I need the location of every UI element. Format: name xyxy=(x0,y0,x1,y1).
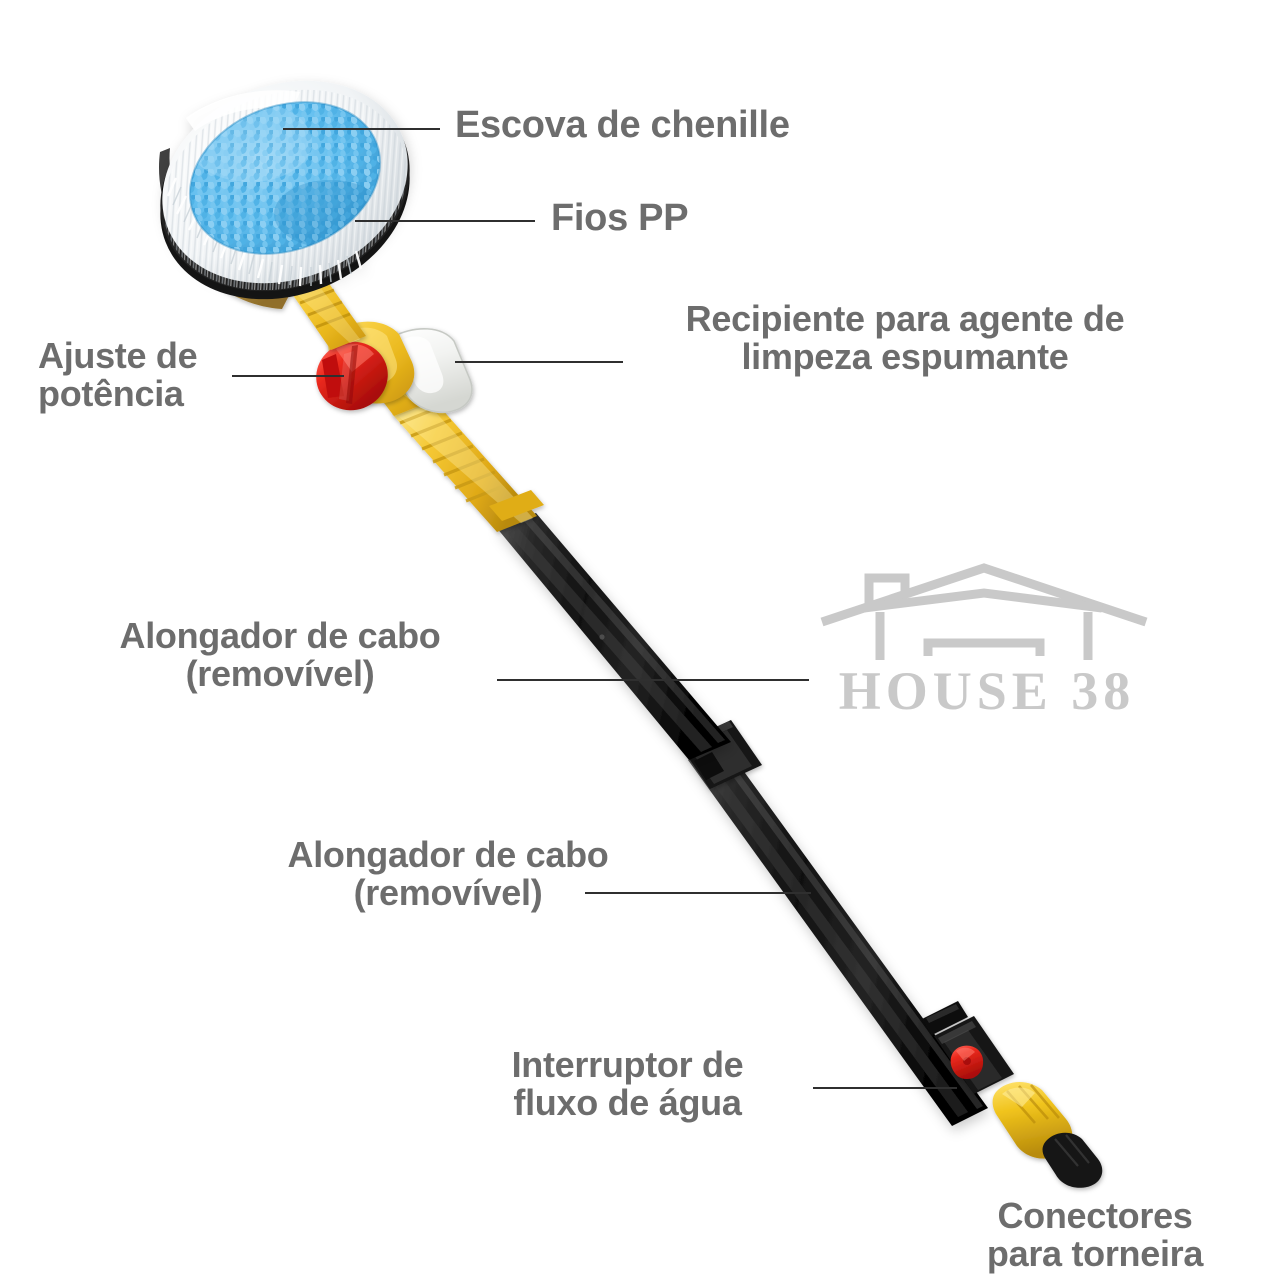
leader-water-flow-switch xyxy=(813,1087,957,1089)
power-knob xyxy=(316,341,388,411)
callout-foam-container: Recipiente para agente de limpeza espuma… xyxy=(685,298,1125,378)
foam-bottle xyxy=(378,327,473,413)
pole-lower xyxy=(688,744,988,1126)
callout-handle-extender-lower: Alongador de cabo (removível) xyxy=(287,834,609,914)
callout-handle-extender-upper: Alongador de cabo (removível) xyxy=(119,615,441,695)
callout-water-flow-switch: Interruptor de fluxo de água xyxy=(511,1044,744,1124)
leader-handle-extender-lower xyxy=(585,892,811,894)
leader-handle-extender-upper xyxy=(497,679,809,681)
water-valve xyxy=(922,1001,1014,1094)
callout-power-adjust: Ajuste de potência xyxy=(38,335,198,415)
callout-chenille-brush: Escova de chenille xyxy=(455,104,790,146)
hose-connector xyxy=(992,1081,1103,1188)
leader-foam-container xyxy=(455,361,623,363)
leader-chenille-brush xyxy=(283,128,440,130)
leader-pp-bristles xyxy=(355,220,535,222)
callout-pp-bristles: Fios PP xyxy=(551,197,689,239)
callout-tap-connectors: Conectores para torneira xyxy=(986,1195,1204,1275)
yellow-grip xyxy=(392,398,544,532)
pole-upper xyxy=(496,513,731,760)
leader-power-adjust xyxy=(232,375,344,377)
valve-lever xyxy=(950,1045,984,1079)
